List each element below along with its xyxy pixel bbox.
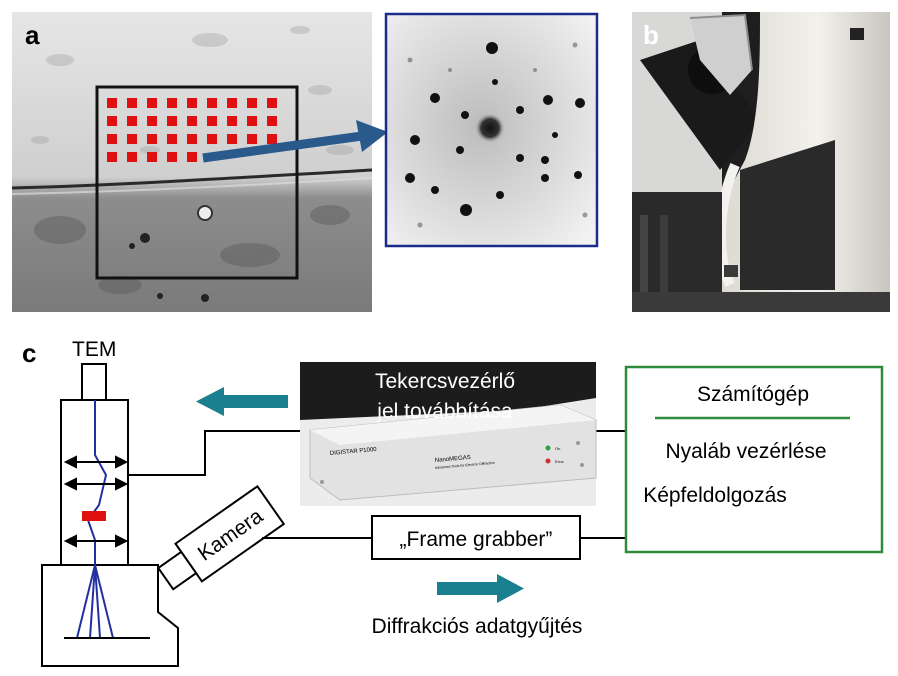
data-acquisition-arrow	[437, 574, 524, 603]
computer-title: Számítógép	[697, 383, 809, 406]
scan-point	[127, 134, 137, 144]
central-beam-spot	[475, 113, 505, 143]
svg-text:Error: Error	[555, 459, 565, 464]
scan-point	[147, 116, 157, 126]
controller-label-line2: jel továbbítása	[376, 400, 513, 423]
scan-point	[187, 134, 197, 144]
frame-grabber-label: „Frame grabber”	[400, 528, 553, 551]
diffraction-spots	[405, 42, 585, 216]
scan-point	[127, 98, 137, 108]
scan-point	[227, 116, 237, 126]
scan-point	[267, 134, 277, 144]
panel-label-b: b	[643, 20, 659, 50]
microscope-photo	[632, 12, 890, 312]
scan-point	[107, 152, 117, 162]
scan-point	[127, 116, 137, 126]
acquisition-label: Diffrakciós adatgyűjtés	[372, 615, 583, 638]
diffraction-pattern	[384, 12, 599, 248]
scan-point	[207, 134, 217, 144]
scan-point	[147, 152, 157, 162]
micrograph-panel	[11, 12, 388, 312]
scan-point-grid	[107, 98, 277, 162]
svg-text:NanoMEGAS: NanoMEGAS	[435, 455, 471, 464]
computer-box	[624, 365, 884, 554]
scan-point	[167, 116, 177, 126]
scan-point	[107, 134, 117, 144]
scan-point	[107, 98, 117, 108]
scan-point	[247, 134, 257, 144]
scan-point	[167, 134, 177, 144]
scan-controller-photo: DIGISTAR P1000 NanoMEGAS Advanced Tools …	[300, 362, 597, 506]
scan-point	[267, 98, 277, 108]
scan-point	[227, 134, 237, 144]
tem-microscope	[41, 363, 179, 667]
frame-grabber-box	[371, 515, 581, 560]
tem-base	[41, 564, 179, 667]
camera: Kamera	[156, 484, 286, 591]
scan-point	[187, 152, 197, 162]
scan-point	[167, 98, 177, 108]
deflection-coil-arrows	[63, 455, 129, 548]
svg-text:DIGISTAR P1000: DIGISTAR P1000	[330, 447, 378, 457]
scan-point	[127, 152, 137, 162]
scan-point	[167, 152, 177, 162]
scan-point	[247, 98, 257, 108]
panel-label-a: a	[25, 20, 40, 50]
svg-text:On: On	[555, 446, 560, 451]
scan-point	[147, 98, 157, 108]
tem-gun	[81, 363, 107, 401]
scan-point	[227, 98, 237, 108]
control-signal-arrow	[196, 387, 288, 416]
tem-label: TEM	[72, 338, 116, 361]
scan-point	[247, 116, 257, 126]
scan-point	[187, 98, 197, 108]
controller-label-line1: Tekercsvezérlő	[375, 370, 515, 393]
scan-point	[207, 116, 217, 126]
scan-area-box	[95, 85, 299, 280]
connections	[128, 430, 626, 539]
scan-point	[187, 116, 197, 126]
svg-text:Advanced Tools for Electron Di: Advanced Tools for Electron Diffraction	[435, 461, 495, 470]
computer-item-beam-control: Nyaláb vezérlése	[665, 440, 826, 463]
panel-label-c: c	[22, 338, 36, 368]
grain-boundary	[11, 168, 373, 190]
sample-marker	[82, 511, 106, 521]
scan-point	[107, 116, 117, 126]
scan-point	[147, 134, 157, 144]
computer-item-image-processing: Képfeldolgozás	[643, 484, 787, 507]
diffraction-arrow	[202, 120, 388, 163]
scan-point	[267, 116, 277, 126]
scan-point	[207, 98, 217, 108]
